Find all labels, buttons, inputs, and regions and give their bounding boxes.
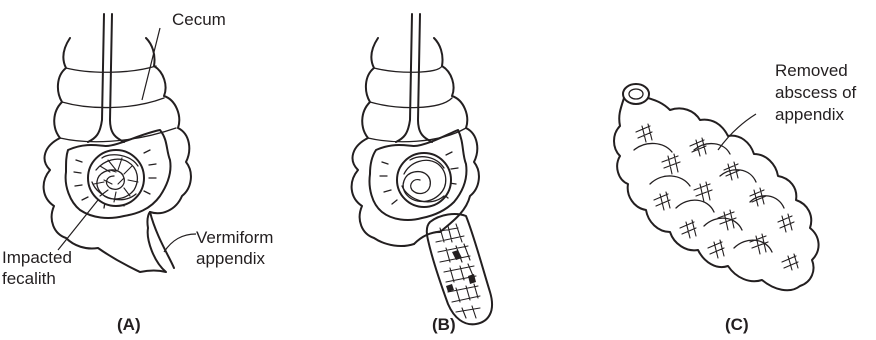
cecum-label: Cecum — [172, 10, 226, 29]
vermiform-appendix-label-line-2: appendix — [196, 249, 266, 268]
panel-a-caption: (A) — [117, 315, 141, 334]
removed-abscess-label-line-2: abscess of — [775, 83, 857, 102]
removed-abscess-label-line-3: appendix — [775, 105, 845, 124]
panel-b-illustration — [352, 14, 492, 324]
panel-c-caption: (C) — [725, 315, 749, 334]
impacted-fecalith-label-line-1: Impacted — [2, 248, 72, 267]
appendix-leader-line — [164, 234, 196, 252]
impacted-fecalith-label-line-2: fecalith — [2, 269, 56, 288]
cecum-leader-line — [142, 28, 160, 100]
panel-a-illustration — [44, 14, 196, 272]
vermiform-appendix-label-line-1: Vermiform — [196, 228, 273, 247]
removed-abscess-label-line-1: Removed — [775, 61, 848, 80]
panel-b-caption: (B) — [432, 315, 456, 334]
